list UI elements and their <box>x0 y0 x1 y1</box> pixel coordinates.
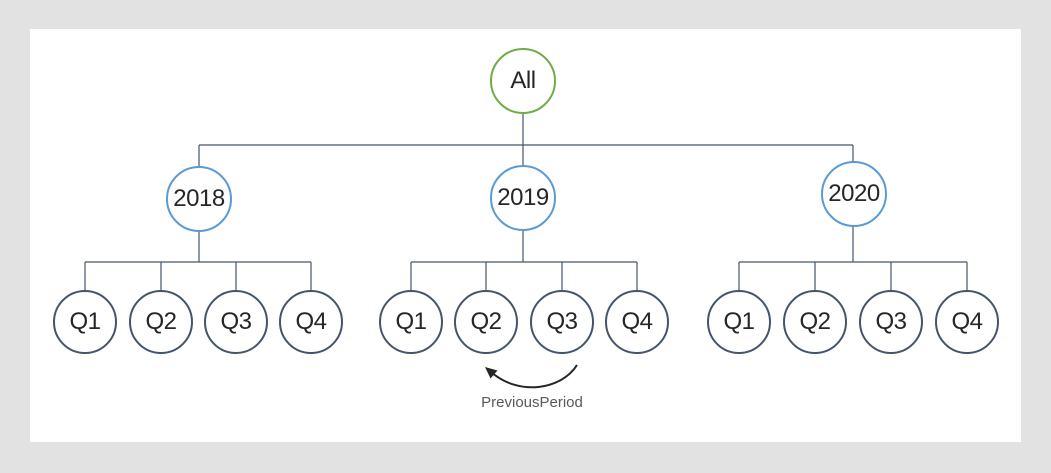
node-label-quarter: Q4 <box>621 308 653 335</box>
node-label-quarter: Q3 <box>875 308 907 335</box>
tree-node-quarter: Q4 <box>935 290 999 354</box>
tree-node-quarter: Q3 <box>859 290 923 354</box>
node-label-year: 2020 <box>828 180 880 207</box>
tree-node-quarter: Q2 <box>783 290 847 354</box>
tree-node-year-2020: 2020 <box>821 161 887 227</box>
tree-node-quarter: Q2 <box>129 290 193 354</box>
previous-period-arrow <box>485 364 578 389</box>
node-label-quarter: Q3 <box>546 308 578 335</box>
previous-period-label: PreviousPeriod <box>481 394 583 411</box>
connector-lines <box>84 114 968 291</box>
tree-node-quarter: Q3 <box>204 290 268 354</box>
node-label-quarter: Q1 <box>395 308 427 335</box>
node-label-quarter: Q2 <box>470 308 502 335</box>
diagram-canvas: All 2018 2019 2020 Q1 Q2 Q3 Q4 Q1 Q2 Q3 … <box>30 29 1021 442</box>
node-label-quarter: Q4 <box>295 308 327 335</box>
node-label-quarter: Q2 <box>799 308 831 335</box>
tree-node-year-2018: 2018 <box>166 166 232 232</box>
node-label-quarter: Q3 <box>220 308 252 335</box>
tree-node-quarter: Q2 <box>454 290 518 354</box>
tree-node-quarter: Q4 <box>279 290 343 354</box>
node-label-year: 2018 <box>173 185 225 212</box>
node-label-quarter: Q1 <box>69 308 101 335</box>
tree-connectors <box>84 114 968 389</box>
node-label-quarter: Q2 <box>145 308 177 335</box>
tree-node-quarter: Q4 <box>605 290 669 354</box>
tree-node-year-2019: 2019 <box>490 165 556 231</box>
node-label-year: 2019 <box>497 184 549 211</box>
node-label-quarter: Q4 <box>951 308 983 335</box>
tree-node-quarter: Q1 <box>53 290 117 354</box>
node-label-quarter: Q1 <box>723 308 755 335</box>
tree-node-all: All <box>490 48 556 114</box>
tree-node-quarter: Q1 <box>379 290 443 354</box>
tree-node-quarter: Q3 <box>530 290 594 354</box>
node-label-all: All <box>510 67 536 94</box>
tree-node-quarter: Q1 <box>707 290 771 354</box>
